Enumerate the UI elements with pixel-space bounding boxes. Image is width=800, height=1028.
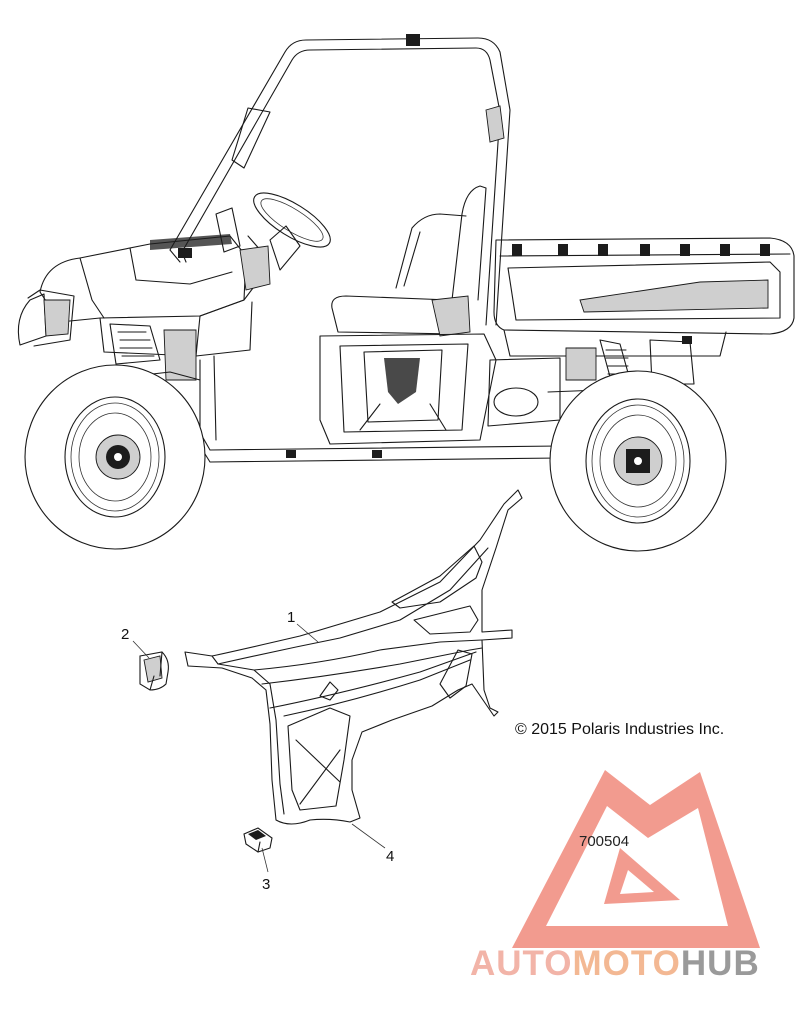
copyright-notice: © 2015 Polaris Industries Inc.: [515, 721, 725, 738]
watermark-moto: MOTO: [572, 944, 681, 983]
drawing-number: 700504: [579, 833, 630, 850]
watermark-logo-icon: [512, 770, 760, 948]
callout-1: 1: [287, 609, 295, 626]
watermark-text: AUTOMOTOHUB: [470, 944, 760, 984]
watermark-auto: AUTO: [470, 944, 573, 983]
door-area: [319, 333, 497, 445]
front-suspension: [99, 323, 201, 381]
callout-2: 2: [121, 626, 129, 643]
clip-part: [139, 651, 169, 691]
callout-leaders: [132, 623, 386, 873]
seat: [331, 185, 487, 337]
rear-suspension: [487, 336, 695, 427]
fastener-part: [243, 827, 273, 853]
front-body: [17, 234, 263, 357]
door-net-frame: [184, 489, 523, 825]
side-rail: [199, 355, 563, 463]
rear-wheel: [549, 370, 727, 552]
front-wheel: [24, 364, 206, 550]
callout-3: 3: [262, 876, 270, 893]
utv-vehicle-illustration: [17, 34, 795, 552]
watermark-hub: HUB: [680, 944, 760, 983]
callout-4: 4: [386, 848, 394, 865]
roll-cage: [169, 34, 511, 326]
steering-dash: [215, 192, 331, 291]
cargo-box: [493, 237, 795, 357]
